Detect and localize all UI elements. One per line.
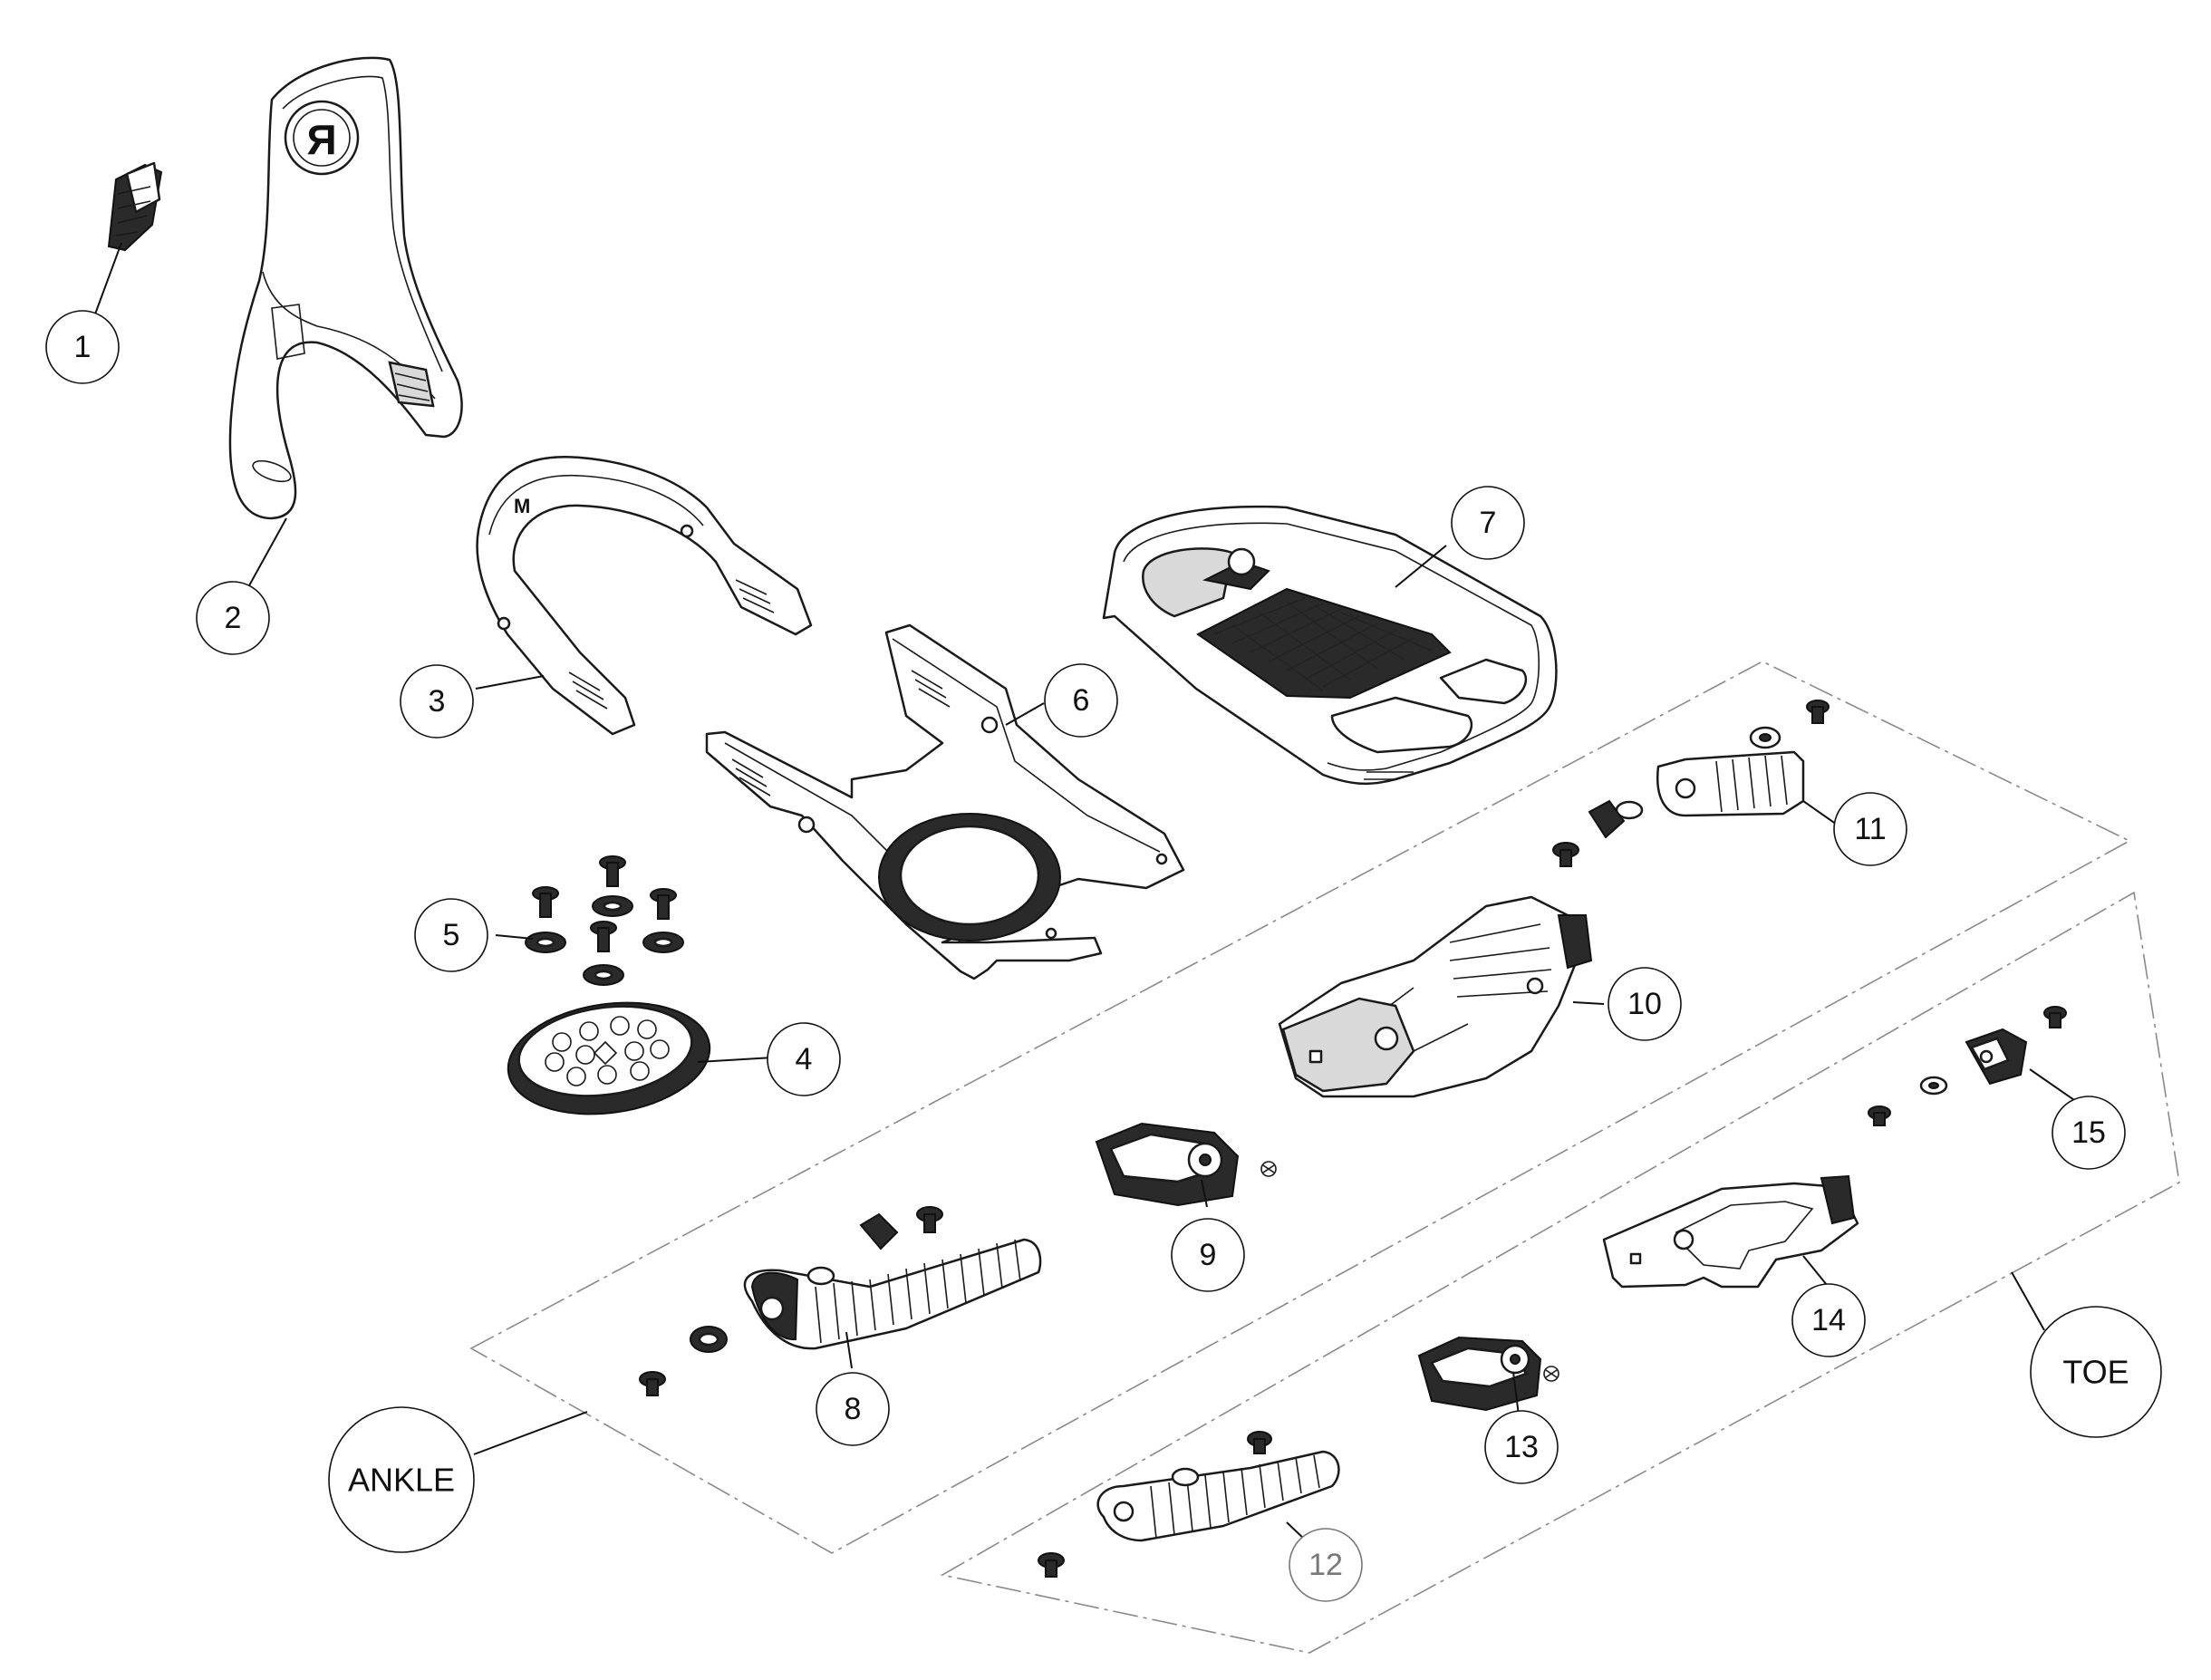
svg-text:2: 2 [225,601,242,635]
callout-7: 7 [1451,486,1525,560]
svg-text:5: 5 [443,918,460,952]
callout-5: 5 [414,898,488,972]
svg-text:3: 3 [429,684,446,719]
svg-text:7: 7 [1480,506,1497,540]
svg-text:11: 11 [1854,812,1886,846]
svg-text:10: 10 [1627,987,1662,1021]
svg-text:6: 6 [1073,683,1090,718]
svg-text:ANKLE: ANKLE [348,1462,455,1499]
svg-text:12: 12 [1308,1548,1343,1582]
part-3-heelcup: M [476,456,813,736]
leader-lines [92,242,2078,1559]
group-label-ankle: ANKLE [328,1406,475,1553]
callout-4: 4 [767,1022,841,1096]
highback-logo-glyph: R [306,116,336,163]
callout-6: 6 [1044,663,1118,738]
part-6-chassis [705,623,1185,980]
part-9-ankle-buckle [1095,1122,1277,1207]
part-2-highback: R [228,56,463,520]
ankle-strap-nut [859,1212,899,1250]
part-8-ankle-ladder-strap [639,1206,1042,1396]
part-12-toe-ladder-strap [1038,1431,1340,1578]
part-13-toe-buckle [1417,1336,1559,1412]
toe-group-outline [940,891,2180,1654]
part-14-toe-strap-pad [1602,1174,1859,1289]
heelcup-size-marker: M [514,495,530,517]
part-15-toe-connector [1868,1006,2067,1126]
part-7-footbed [1102,505,1558,786]
group-label-toe: TOE [2030,1306,2162,1438]
svg-text:1: 1 [74,330,92,364]
ankle-group-outline [469,661,2131,1554]
callout-9: 9 [1171,1218,1245,1292]
svg-text:13: 13 [1504,1430,1539,1464]
part-11-toe-ladder-connector [1552,700,1830,867]
svg-text:9: 9 [1200,1238,1217,1272]
svg-text:14: 14 [1811,1303,1846,1337]
callout-1: 1 [45,310,120,384]
ankle-strap-washer [806,1266,835,1286]
callout-13: 13 [1484,1410,1559,1484]
callout-14: 14 [1791,1283,1866,1357]
part-1-ratchet-tab [107,161,163,252]
callout-12: 12 [1289,1528,1363,1602]
highback-logo-badge [284,100,360,176]
callout-2: 2 [196,581,270,655]
callout-8: 8 [816,1372,890,1446]
svg-text:4: 4 [796,1042,813,1077]
svg-text:15: 15 [2071,1115,2106,1150]
callout-10: 10 [1608,967,1682,1041]
callout-11: 11 [1833,792,1907,866]
callout-15: 15 [2052,1096,2126,1170]
part-10-ankle-strap-pad [1278,895,1593,1098]
part-4-baseplate-disc [507,1001,711,1115]
part-5-mounting-hardware [525,855,684,986]
callout-3: 3 [400,664,474,739]
svg-text:8: 8 [845,1392,862,1426]
svg-text:TOE: TOE [2062,1354,2129,1391]
